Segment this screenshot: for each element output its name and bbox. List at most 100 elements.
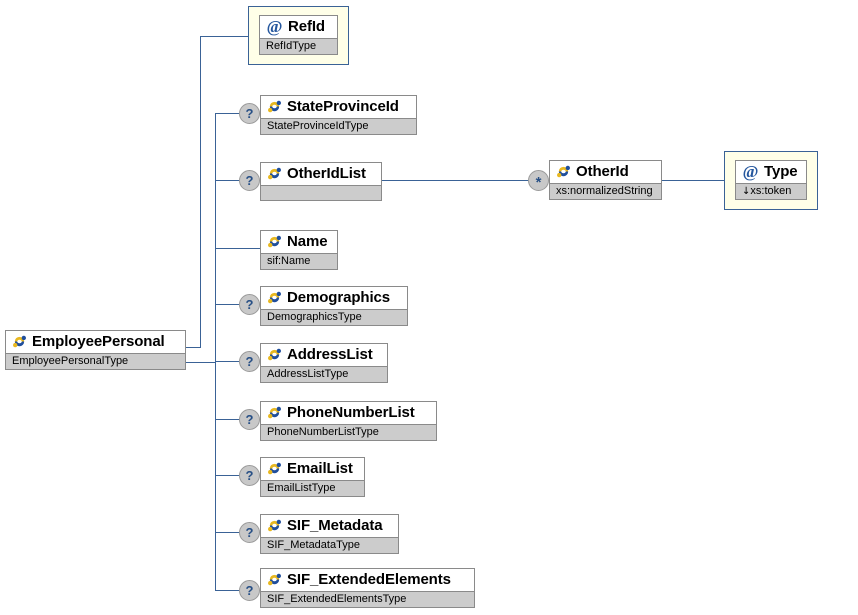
node-sifmetadata-box: SIF_Metadata SIF_MetadataType bbox=[260, 514, 399, 554]
node-emaillist-box: EmailList EmailListType bbox=[260, 457, 365, 497]
node-employeepersonal[interactable]: EmployeePersonal EmployeePersonalType bbox=[5, 330, 186, 370]
node-refid-label: RefId bbox=[288, 18, 326, 35]
connector-to-emaillist bbox=[215, 475, 239, 476]
node-sifextendedelements-type: SIF_ExtendedElementsType bbox=[261, 591, 474, 607]
node-type-label: Type bbox=[764, 163, 798, 180]
node-emaillist-type: EmailListType bbox=[261, 480, 364, 496]
attribute-icon: @ bbox=[742, 161, 759, 181]
node-sifmetadata-label: SIF_Metadata bbox=[287, 517, 383, 534]
node-refid-title: @ RefId bbox=[260, 16, 337, 38]
node-sifmetadata[interactable]: SIF_Metadata SIF_MetadataType bbox=[260, 514, 399, 554]
connector-root-children-stub bbox=[186, 362, 216, 363]
element-icon bbox=[267, 234, 282, 249]
node-addresslist[interactable]: AddressList AddressListType bbox=[260, 343, 388, 383]
node-name-box: Name sif:Name bbox=[260, 230, 338, 270]
node-emaillist-title: EmailList bbox=[261, 458, 364, 480]
node-name-title: Name bbox=[261, 231, 337, 253]
element-icon bbox=[267, 347, 282, 362]
node-phonenumberlist-type: PhoneNumberListType bbox=[261, 424, 436, 440]
occurrence-marker-otherid: * bbox=[528, 170, 549, 191]
connector-children-trunk bbox=[215, 113, 216, 590]
node-demographics-box: Demographics DemographicsType bbox=[260, 286, 408, 326]
node-otherid-type: xs:normalizedString bbox=[550, 183, 661, 199]
attribute-icon: @ bbox=[266, 16, 283, 36]
node-employeepersonal-type: EmployeePersonalType bbox=[6, 353, 185, 369]
node-type[interactable]: @ Type ↓xs:token bbox=[724, 151, 818, 210]
node-addresslist-box: AddressList AddressListType bbox=[260, 343, 388, 383]
connector-to-name bbox=[215, 248, 260, 249]
node-demographics[interactable]: Demographics DemographicsType bbox=[260, 286, 408, 326]
node-employeepersonal-box: EmployeePersonal EmployeePersonalType bbox=[5, 330, 186, 370]
connector-root-attribute-stub bbox=[186, 347, 201, 348]
connector-to-phonenumberlist bbox=[215, 419, 239, 420]
node-otheridlist-title: OtherIdList bbox=[261, 163, 381, 185]
node-employeepersonal-title: EmployeePersonal bbox=[6, 331, 185, 353]
node-employeepersonal-label: EmployeePersonal bbox=[32, 333, 165, 350]
connector-otherid-to-type bbox=[662, 180, 724, 181]
occurrence-marker-sifextendedelements: ? bbox=[239, 580, 260, 601]
connector-to-demographics bbox=[215, 304, 239, 305]
node-type-type: ↓xs:token bbox=[736, 183, 806, 199]
connector-to-stateprovinceid bbox=[215, 113, 239, 114]
node-type-box: @ Type ↓xs:token bbox=[735, 160, 807, 200]
node-otherid-label: OtherId bbox=[576, 163, 629, 180]
connector-to-addresslist bbox=[215, 361, 239, 362]
node-refid[interactable]: @ RefId RefIdType bbox=[248, 6, 349, 65]
node-sifextendedelements-label: SIF_ExtendedElements bbox=[287, 571, 451, 588]
node-sifextendedelements[interactable]: SIF_ExtendedElements SIF_ExtendedElement… bbox=[260, 568, 475, 608]
node-name-type: sif:Name bbox=[261, 253, 337, 269]
occurrence-marker-otheridlist: ? bbox=[239, 170, 260, 191]
node-otherid-box: OtherId xs:normalizedString bbox=[549, 160, 662, 200]
element-icon bbox=[267, 166, 282, 181]
element-icon bbox=[12, 334, 27, 349]
node-otheridlist-box: OtherIdList bbox=[260, 162, 382, 201]
node-addresslist-type: AddressListType bbox=[261, 366, 387, 382]
node-otherid-title: OtherId bbox=[550, 161, 661, 183]
connector-otheridlist-to-otherid bbox=[382, 180, 534, 181]
derived-arrow-icon: ↓ bbox=[742, 186, 751, 197]
node-sifextendedelements-title: SIF_ExtendedElements bbox=[261, 569, 474, 591]
connector-to-refid bbox=[200, 36, 248, 37]
node-stateprovinceid[interactable]: StateProvinceId StateProvinceIdType bbox=[260, 95, 417, 135]
node-stateprovinceid-type: StateProvinceIdType bbox=[261, 118, 416, 134]
node-phonenumberlist-label: PhoneNumberList bbox=[287, 404, 415, 421]
node-addresslist-label: AddressList bbox=[287, 346, 373, 363]
node-refid-box: @ RefId RefIdType bbox=[259, 15, 338, 55]
connector-to-sifmetadata bbox=[215, 532, 239, 533]
node-otheridlist[interactable]: OtherIdList bbox=[260, 162, 382, 201]
node-refid-type: RefIdType bbox=[260, 38, 337, 54]
node-stateprovinceid-title: StateProvinceId bbox=[261, 96, 416, 118]
element-icon bbox=[267, 461, 282, 476]
occurrence-marker-demographics: ? bbox=[239, 294, 260, 315]
connector-to-sifextendedelements bbox=[215, 590, 239, 591]
occurrence-marker-phonenumberlist: ? bbox=[239, 409, 260, 430]
element-icon bbox=[267, 290, 282, 305]
node-otheridlist-type bbox=[261, 185, 381, 200]
node-phonenumberlist-box: PhoneNumberList PhoneNumberListType bbox=[260, 401, 437, 441]
element-icon bbox=[267, 518, 282, 533]
connector-attribute-trunk bbox=[200, 36, 201, 348]
occurrence-marker-addresslist: ? bbox=[239, 351, 260, 372]
occurrence-marker-sifmetadata: ? bbox=[239, 522, 260, 543]
node-emaillist-label: EmailList bbox=[287, 460, 353, 477]
node-phonenumberlist-title: PhoneNumberList bbox=[261, 402, 436, 424]
node-type-title: @ Type bbox=[736, 161, 806, 183]
element-icon bbox=[267, 405, 282, 420]
element-icon bbox=[267, 572, 282, 587]
node-name[interactable]: Name sif:Name bbox=[260, 230, 338, 270]
node-emaillist[interactable]: EmailList EmailListType bbox=[260, 457, 365, 497]
node-otherid[interactable]: OtherId xs:normalizedString bbox=[549, 160, 662, 200]
node-name-label: Name bbox=[287, 233, 328, 250]
node-sifmetadata-title: SIF_Metadata bbox=[261, 515, 398, 537]
node-demographics-title: Demographics bbox=[261, 287, 407, 309]
node-phonenumberlist[interactable]: PhoneNumberList PhoneNumberListType bbox=[260, 401, 437, 441]
node-stateprovinceid-label: StateProvinceId bbox=[287, 98, 399, 115]
node-demographics-type: DemographicsType bbox=[261, 309, 407, 325]
node-sifextendedelements-box: SIF_ExtendedElements SIF_ExtendedElement… bbox=[260, 568, 475, 608]
node-demographics-label: Demographics bbox=[287, 289, 390, 306]
node-otheridlist-label: OtherIdList bbox=[287, 165, 366, 182]
node-sifmetadata-type: SIF_MetadataType bbox=[261, 537, 398, 553]
element-icon bbox=[267, 99, 282, 114]
node-stateprovinceid-box: StateProvinceId StateProvinceIdType bbox=[260, 95, 417, 135]
